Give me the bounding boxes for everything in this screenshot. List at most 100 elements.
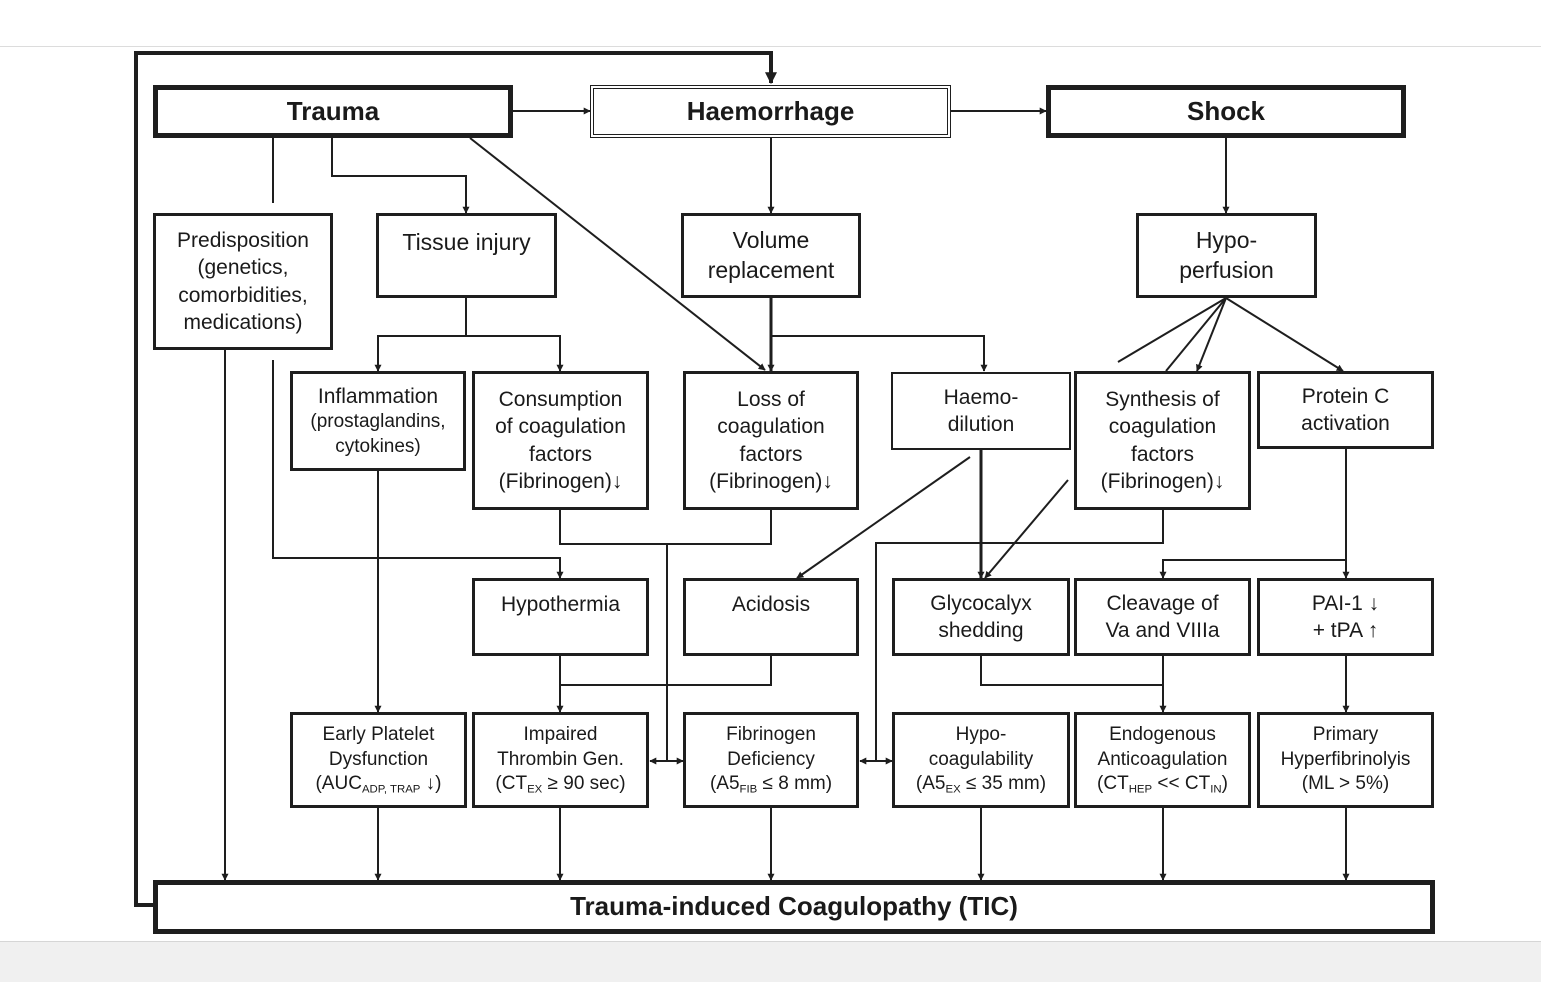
hypothermia-label: Hypothermia [500, 593, 621, 616]
impaired-thrombin-line-1: Impaired [523, 723, 598, 745]
fibrinogen-deficiency-line-2: Deficiency [727, 748, 815, 770]
protein-c-line-1: Protein C [1301, 384, 1390, 408]
haemorrhage-box: Haemorrhage [590, 85, 951, 138]
fibrinogen-deficiency-line-3: (A5FIB ≤ 8 mm) [709, 773, 833, 796]
synthesis-line-4: (Fibrinogen)↓ [1100, 469, 1225, 493]
consumption-line-3: factors [528, 442, 593, 466]
consumption-line-4: (Fibrinogen)↓ [498, 469, 623, 493]
cleavage-line-2: Va and VIIIa [1105, 619, 1220, 642]
pai-line-2: + tPA ↑ [1312, 619, 1379, 642]
hypothermia-box: Hypothermia [472, 578, 649, 656]
inflammation-line-3: cytokines) [335, 435, 421, 457]
pai-box: PAI-1 ↓ + tPA ↑ [1257, 578, 1434, 656]
inflammation-box: Inflammation (prostaglandins, cytokines) [290, 371, 466, 471]
haemodilution-line-2: dilution [947, 413, 1015, 436]
tissue-injury-box: Tissue injury [376, 213, 557, 298]
hypocoagulability-box: Hypo- coagulability (A5EX ≤ 35 mm) [892, 712, 1070, 808]
volume-replacement-box: Volume replacement [681, 213, 861, 298]
glycocalyx-box: Glycocalyx shedding [892, 578, 1070, 656]
acidosis-join-line [560, 656, 772, 686]
loss-line-4: (Fibrinogen)↓ [709, 469, 833, 493]
bottom-status-bar [0, 941, 1541, 982]
loss-box: Loss of coagulation factors (Fibrinogen)… [683, 371, 859, 510]
hypocoagulability-line-1: Hypo- [955, 723, 1007, 745]
haemodilution-line-1: Haemo- [943, 385, 1019, 409]
trauma-box: Trauma [153, 85, 513, 138]
hypocoagulability-line-3: (A5EX ≤ 35 mm) [915, 773, 1047, 796]
consumption-join-line [559, 510, 772, 545]
loss-line-3: factors [739, 442, 803, 466]
haemorrhage-label: Haemorrhage [686, 95, 855, 126]
impaired-thrombin-line-2: Thrombin Gen. [497, 748, 624, 770]
hypoperfusion-to-synthesis-line-a [1165, 297, 1227, 372]
volume-to-haemodilution-arrow [771, 335, 988, 372]
predisposition-line-1: Predisposition [177, 228, 309, 252]
hyperfibrinolysis-box: Primary Hyperfibrinolyis (ML > 5%) [1257, 712, 1434, 808]
hypocoagulability-line-2: coagulability [928, 748, 1034, 770]
consumption-line-1: Consumption [498, 387, 623, 411]
predisposition-line-4: medications) [183, 310, 303, 334]
predisposition-box: Predisposition (genetics, comorbidities,… [153, 213, 333, 350]
tic-box: Trauma-induced Coagulopathy (TIC) [153, 880, 1435, 934]
fibrinogen-deficiency-line-1: Fibrinogen [726, 723, 816, 745]
protein-c-to-cleavage-arrow [1159, 559, 1346, 579]
hypoperfusion-box: Hypo- perfusion [1136, 213, 1317, 298]
predisposition-to-hypothermia-arrow [272, 360, 564, 579]
pai-line-1: PAI-1 ↓ [1311, 591, 1380, 615]
acidosis-label: Acidosis [731, 593, 811, 616]
haemodilution-to-acidosis-arrow [796, 456, 971, 579]
endogenous-line-3: (CTHEP << CTIN) [1097, 773, 1228, 796]
consumption-box: Consumption of coagulation factors (Fibr… [472, 371, 649, 510]
synthesis-to-glycocalyx-arrow [984, 479, 1069, 579]
hypoperfusion-to-glycocalyx-line [1117, 297, 1227, 363]
trauma-to-tissue-injury-arrow [331, 138, 470, 214]
glycocalyx-join-line [980, 656, 1163, 686]
synthesis-join-line [875, 510, 1164, 765]
consumption-to-fibrinogen-arrow [666, 544, 684, 765]
early-platelet-line-2: Dysfunction [328, 748, 429, 770]
shock-label: Shock [1186, 95, 1266, 126]
hypoperfusion-line-2: perfusion [1179, 256, 1274, 283]
glycocalyx-line-2: shedding [938, 619, 1024, 642]
cleavage-line-1: Cleavage of [1106, 591, 1219, 615]
trauma-to-loss-diagonal-arrow [469, 137, 766, 371]
endogenous-line-2: Anticoagulation [1097, 748, 1228, 770]
hypoperfusion-to-synthesis-arrow [1196, 297, 1227, 372]
fibrinogen-deficiency-box: Fibrinogen Deficiency (A5FIB ≤ 8 mm) [683, 712, 859, 808]
trauma-label: Trauma [286, 95, 380, 126]
volume-line-2: replacement [707, 256, 835, 283]
top-toolbar [0, 0, 1541, 47]
predisposition-line-3: comorbidities, [178, 283, 308, 307]
consumption-line-2: of coagulation [495, 415, 626, 439]
acidosis-box: Acidosis [683, 578, 859, 656]
hyperfibrinolysis-line-2: Hyperfibrinolyis [1280, 748, 1411, 770]
tissue-injury-split-line [374, 298, 467, 372]
predisposition-line-2: (genetics, [197, 256, 289, 280]
loss-line-1: Loss of [737, 387, 805, 411]
volume-line-1: Volume [732, 226, 810, 253]
tic-label: Trauma-induced Coagulopathy (TIC) [570, 891, 1018, 922]
haemodilution-box: Haemo- dilution [891, 372, 1071, 450]
early-platelet-line-1: Early Platelet [322, 723, 435, 745]
impaired-thrombin-line-3: (CTEX ≥ 90 sec) [495, 773, 626, 796]
hyperfibrinolysis-line-3: (ML > 5%) [1301, 773, 1390, 795]
early-platelet-line-3: (AUCADP, TRAP ↓) [315, 773, 442, 796]
synthesis-line-2: coagulation [1108, 415, 1217, 439]
endogenous-box: Endogenous Anticoagulation (CTHEP << CTI… [1074, 712, 1251, 808]
shock-box: Shock [1046, 85, 1406, 138]
inflammation-line-1: Inflammation [317, 384, 439, 408]
tissue-injury-label: Tissue injury [402, 229, 531, 255]
hypoperfusion-to-protein-c-arrow [1225, 297, 1344, 372]
glycocalyx-line-1: Glycocalyx [930, 591, 1032, 615]
synthesis-box: Synthesis of coagulation factors (Fibrin… [1074, 371, 1251, 510]
impaired-thrombin-box: Impaired Thrombin Gen. (CTEX ≥ 90 sec) [472, 712, 649, 808]
cleavage-box: Cleavage of Va and VIIIa [1074, 578, 1251, 656]
synthesis-line-3: factors [1130, 442, 1195, 466]
inflammation-line-2: (prostaglandins, [310, 410, 446, 432]
early-platelet-box: Early Platelet Dysfunction (AUCADP, TRAP… [290, 712, 467, 808]
hyperfibrinolysis-line-1: Primary [1312, 723, 1379, 745]
endogenous-line-1: Endogenous [1109, 723, 1216, 745]
tissue-injury-to-consumption-arrow [466, 335, 564, 372]
hypoperfusion-line-1: Hypo- [1195, 226, 1258, 253]
